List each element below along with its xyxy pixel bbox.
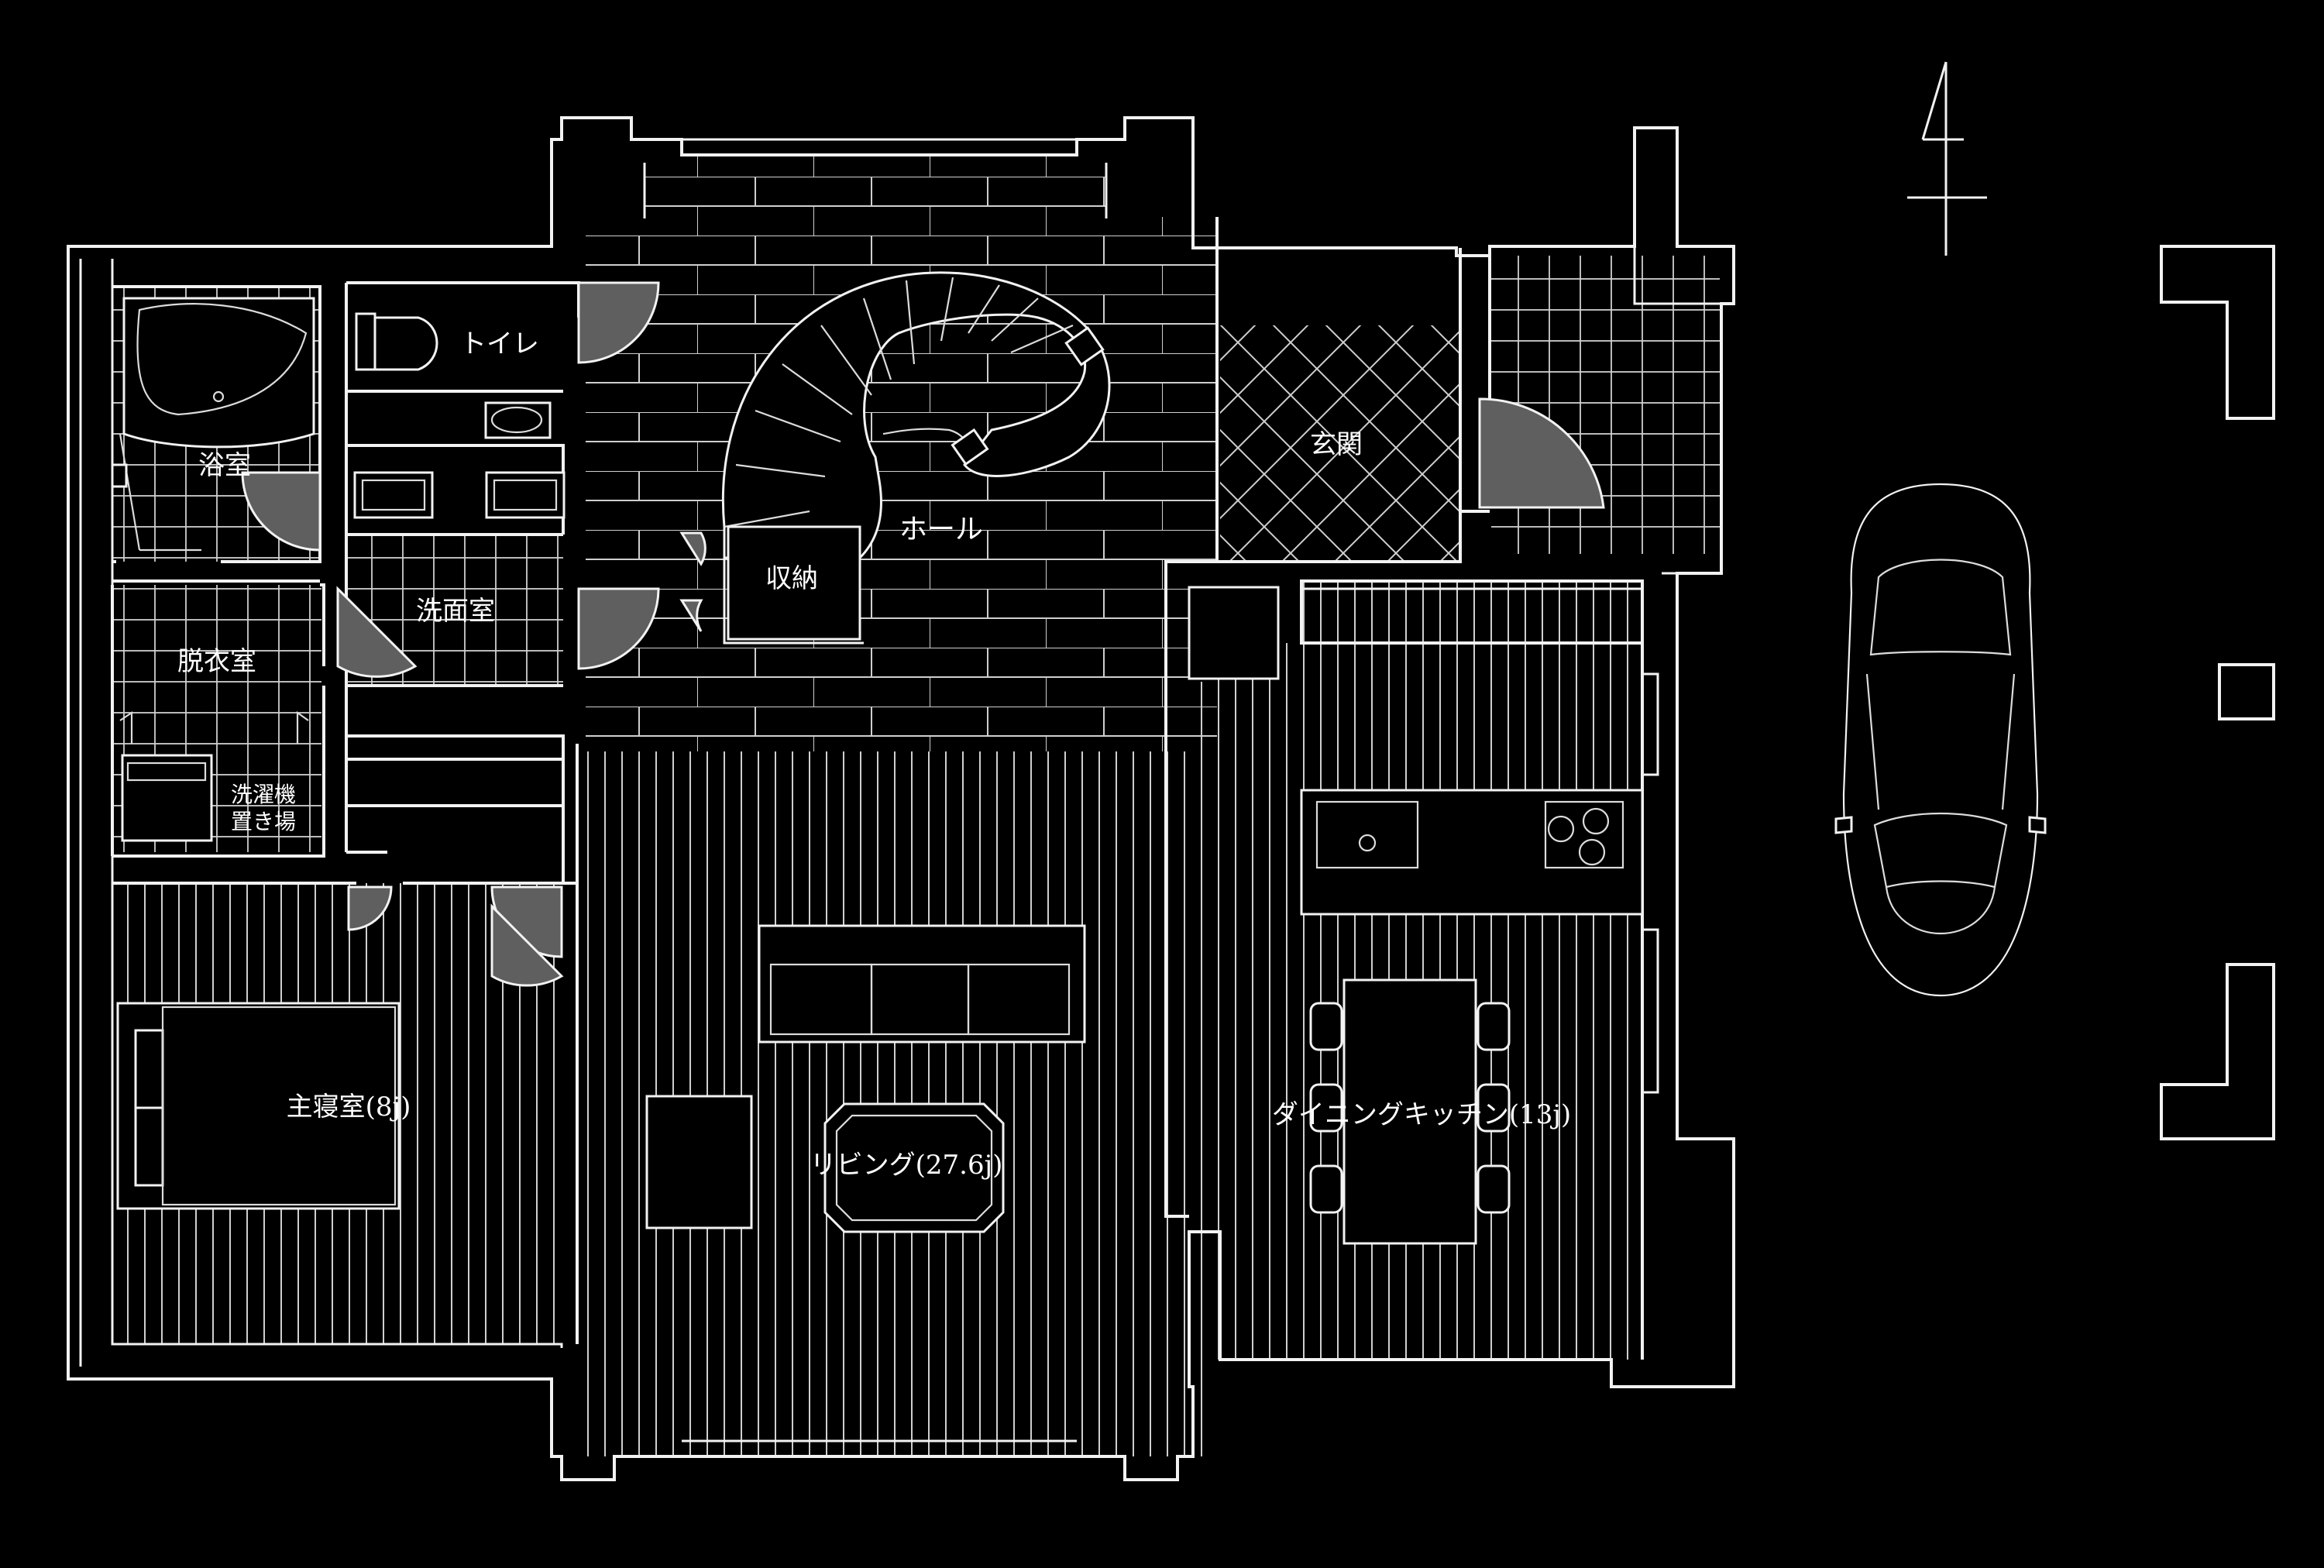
interior-walls — [111, 217, 1659, 1360]
entrance-label: 玄関 — [1310, 429, 1363, 460]
laundry-label-line1: 洗濯機 — [231, 782, 296, 807]
master-bedroom-label: 主寝室(8j) — [287, 1092, 411, 1123]
toilet-label: トイレ — [460, 328, 539, 359]
living-label: リビング(27.6j) — [810, 1150, 1003, 1181]
north-arrow-icon — [1907, 61, 1987, 256]
laundry-label-line2: 置き場 — [231, 809, 296, 834]
bath-label: 浴室 — [198, 450, 251, 481]
dressing-room-label: 脱衣室 — [177, 646, 256, 677]
car-icon — [1834, 483, 2047, 997]
doors — [241, 281, 1605, 987]
storage-label: 収納 — [765, 563, 818, 594]
storage-closet — [723, 525, 864, 645]
washroom-label: 洗面室 — [416, 596, 495, 627]
fixtures — [111, 297, 1644, 1245]
exterior — [2160, 245, 2275, 1140]
spiral-staircase — [721, 271, 1111, 559]
dining-kitchen-label: ダイニングキッチン(13j) — [1272, 1099, 1571, 1130]
room-labels: トイレ 浴室 洗面室 脱衣室 洗濯機 置き場 ホール 収納 玄関 主寝室(8j)… — [177, 328, 1571, 1181]
hall-label: ホール — [899, 514, 983, 545]
